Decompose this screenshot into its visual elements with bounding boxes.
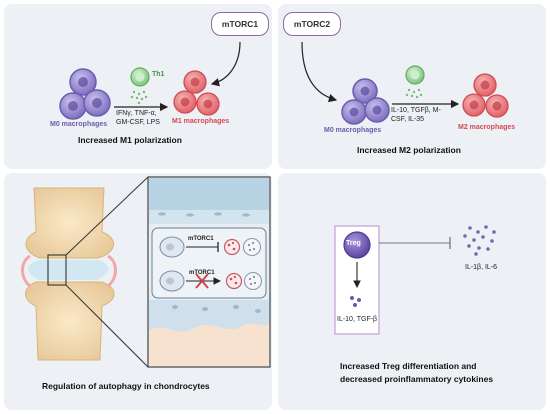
bottom-right-panel (278, 173, 546, 410)
mtorc2-label: mTORC2 (293, 19, 331, 29)
m0-label-right: M0 macrophages (324, 127, 382, 134)
zoom-region-box (47, 254, 67, 286)
mtorc1-label-pill: mTORC1 (211, 12, 269, 36)
autophagosome-top (223, 237, 262, 257)
mtorc1-label: mTORC1 (221, 19, 259, 29)
proinflammatory-cytokine-dots (463, 225, 496, 256)
mtorc2-curved-arrow (301, 41, 338, 103)
th1-secretion-dots (130, 90, 148, 105)
blocked-cross-icon (195, 273, 209, 289)
m1-macrophage-cluster (173, 70, 220, 116)
treg-caption-line1: Increased Treg differentiation and (340, 361, 477, 371)
treg-secreted-dots (350, 296, 361, 307)
m0-macrophage-cluster-right (341, 78, 390, 125)
mtorc1-blocked-label: mTORC1 (189, 270, 215, 276)
mtorc2-label-pill: mTORC2 (283, 12, 341, 36)
cytokines-left-line1: IFNγ, TNF-α, (116, 110, 157, 117)
autophagosome-bottom (225, 271, 263, 291)
autophagy-caption: Regulation of autophagy in chondrocytes (42, 381, 210, 391)
m2-macrophage-cluster (462, 73, 509, 118)
mtorc1-curved-arrow (210, 41, 241, 87)
t-cell-green-icon (405, 65, 425, 85)
mtorc1-inhibit-label: mTORC1 (188, 236, 214, 242)
th1-label: Th1 (152, 71, 165, 78)
t-cell-secretion-dots (405, 88, 423, 99)
chondrocyte-cell-bottom (159, 270, 185, 292)
m2-label: M2 macrophages (458, 124, 516, 131)
cytokines-il1b-il6: IL-1β, IL-6 (465, 264, 498, 271)
th1-cell-icon (130, 67, 150, 87)
cytokines-right-line1: IL-10, TGFβ, M- (391, 107, 441, 114)
treg-products-label: IL-10, TGF-β (337, 316, 378, 323)
m1-caption: Increased M1 polarization (78, 135, 182, 145)
m0-macrophage-cluster-left (59, 68, 111, 120)
cytokines-right-line2: CSF, IL-35 (391, 116, 425, 123)
cytokines-left-line2: GM-CSF, LPS (116, 119, 160, 126)
m2-caption: Increased M2 polarization (357, 145, 461, 155)
m0-label-left: M0 macrophages (50, 121, 108, 128)
knee-joint-illustration (21, 187, 117, 361)
treg-cell-icon (343, 231, 371, 259)
treg-caption-line2: decreased proinflammatory cytokines (340, 374, 494, 384)
m1-label: M1 macrophages (172, 118, 230, 125)
chondrocyte-cell-top (159, 236, 185, 258)
treg-label: Treg (346, 240, 361, 247)
